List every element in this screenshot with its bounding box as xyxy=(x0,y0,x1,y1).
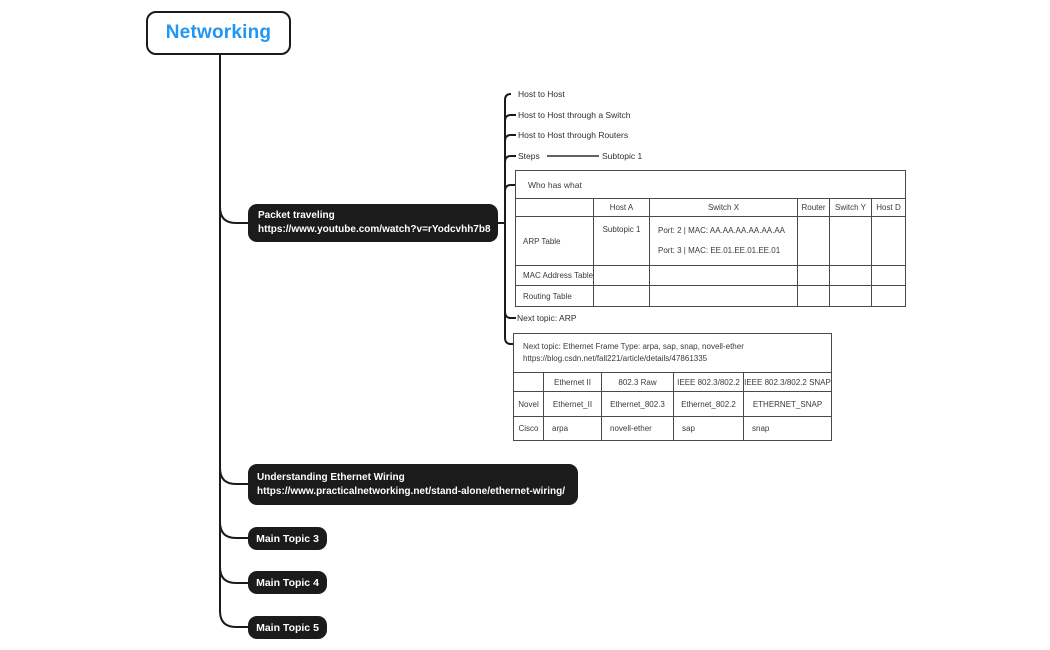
who-mac-router-cell[interactable] xyxy=(797,265,830,286)
who-arp-router-cell[interactable] xyxy=(797,216,830,266)
subtopic-next-topic-arp[interactable]: Next topic: ARP xyxy=(517,313,577,323)
who-routing-router-cell[interactable] xyxy=(797,285,830,307)
who-row-arp-label[interactable]: ARP Table xyxy=(515,216,594,266)
who-col-switch-y[interactable]: Switch Y xyxy=(829,198,872,217)
ethernet-node-title-cell[interactable]: Next topic: Ethernet Frame Type: arpa, s… xyxy=(513,333,832,373)
subtopic-steps-child[interactable]: Subtopic 1 xyxy=(602,151,643,161)
who-arp-switch-y-cell[interactable] xyxy=(829,216,872,266)
eth-cisco-c1[interactable]: arpa xyxy=(543,416,602,441)
who-row-mac-label[interactable]: MAC Address Table xyxy=(515,265,594,286)
who-col-router[interactable]: Router xyxy=(797,198,830,217)
eth-row-cisco-label[interactable]: Cisco xyxy=(513,416,544,441)
who-arp-switch-x-cell[interactable]: Port: 2 | MAC: AA.AA.AA.AA.AA.AA Port: 3… xyxy=(649,216,798,266)
subtopic-host-to-host[interactable]: Host to Host xyxy=(518,89,565,99)
subtopic-host-to-host-switch[interactable]: Host to Host through a Switch xyxy=(518,110,631,120)
who-routing-host-d-cell[interactable] xyxy=(870,285,907,307)
eth-col-ieee-8022[interactable]: IEEE 802.3/802.2 xyxy=(673,372,744,392)
eth-novel-c1[interactable]: Ethernet_II xyxy=(543,391,602,417)
who-col-host-d[interactable]: Host D xyxy=(870,198,907,217)
subtopic-host-to-host-routers[interactable]: Host to Host through Routers xyxy=(518,130,629,140)
who-col-empty[interactable] xyxy=(515,198,594,217)
main-topic-3[interactable]: Main Topic 3 xyxy=(248,527,327,550)
arp-port-2-line: Port: 2 | MAC: AA.AA.AA.AA.AA.AA xyxy=(658,226,786,235)
who-mac-host-d-cell[interactable] xyxy=(870,265,907,286)
main-topic-ethernet-wiring[interactable]: Understanding Ethernet Wiring https://ww… xyxy=(248,464,578,505)
main-topic-5[interactable]: Main Topic 5 xyxy=(248,616,327,639)
who-routing-host-a-cell[interactable] xyxy=(593,285,650,307)
who-arp-host-d-cell[interactable] xyxy=(870,216,907,266)
who-mac-switch-y-cell[interactable] xyxy=(829,265,872,286)
root-node-networking[interactable]: Networking xyxy=(146,11,291,55)
ethernet-frame-table[interactable]: Next topic: Ethernet Frame Type: arpa, s… xyxy=(513,333,832,441)
who-mac-host-a-cell[interactable] xyxy=(593,265,650,286)
ethernet-node-url: https://blog.csdn.net/fall221/article/de… xyxy=(523,354,708,363)
eth-novel-c3[interactable]: Ethernet_802.2 xyxy=(673,391,744,417)
who-mac-switch-x-cell[interactable] xyxy=(649,265,798,286)
who-arp-host-a-cell[interactable]: Subtopic 1 xyxy=(593,216,650,266)
main-topic-4[interactable]: Main Topic 4 xyxy=(248,571,327,594)
subtopic-steps[interactable]: Steps xyxy=(518,151,540,161)
eth-col-8023-raw[interactable]: 802.3 Raw xyxy=(601,372,674,392)
main-topic-5-label: Main Topic 5 xyxy=(256,621,319,634)
eth-novel-c2[interactable]: Ethernet_802.3 xyxy=(601,391,674,417)
eth-novel-c4[interactable]: ETHERNET_SNAP xyxy=(743,391,832,417)
eth-cisco-c4[interactable]: snap xyxy=(743,416,832,441)
packet-traveling-url: https://www.youtube.com/watch?v=rYodcvhh… xyxy=(258,224,491,235)
ethernet-node-title: Next topic: Ethernet Frame Type: arpa, s… xyxy=(523,341,744,351)
ethernet-wiring-title: Understanding Ethernet Wiring xyxy=(257,471,405,483)
main-topic-4-label: Main Topic 4 xyxy=(256,576,319,589)
arp-port-3-line: Port: 3 | MAC: EE.01.EE.01.EE.01 xyxy=(658,246,781,255)
who-routing-switch-y-cell[interactable] xyxy=(829,285,872,307)
who-col-switch-x[interactable]: Switch X xyxy=(649,198,798,217)
root-node-label: Networking xyxy=(165,22,272,43)
ethernet-wiring-url: https://www.practicalnetworking.net/stan… xyxy=(257,485,565,497)
eth-row-novel-label[interactable]: Novel xyxy=(513,391,544,417)
packet-traveling-title: Packet traveling xyxy=(258,210,335,221)
eth-cisco-c2[interactable]: novell-ether xyxy=(601,416,674,441)
main-topic-3-label: Main Topic 3 xyxy=(256,532,319,545)
who-has-what-table[interactable]: Who has what Host A Switch X Router Swit… xyxy=(514,170,907,307)
eth-col-empty[interactable] xyxy=(513,372,544,392)
who-table-caption[interactable]: Who has what xyxy=(514,170,907,199)
eth-col-ethernet-ii[interactable]: Ethernet II xyxy=(543,372,602,392)
main-topic-packet-traveling[interactable]: Packet traveling https://www.youtube.com… xyxy=(248,204,498,242)
eth-cisco-c3[interactable]: sap xyxy=(673,416,744,441)
eth-col-ieee-snap[interactable]: IEEE 802.3/802.2 SNAP xyxy=(743,372,832,392)
who-col-host-a[interactable]: Host A xyxy=(593,198,650,217)
who-row-routing-label[interactable]: Routing Table xyxy=(515,285,594,307)
who-routing-switch-x-cell[interactable] xyxy=(649,285,798,307)
